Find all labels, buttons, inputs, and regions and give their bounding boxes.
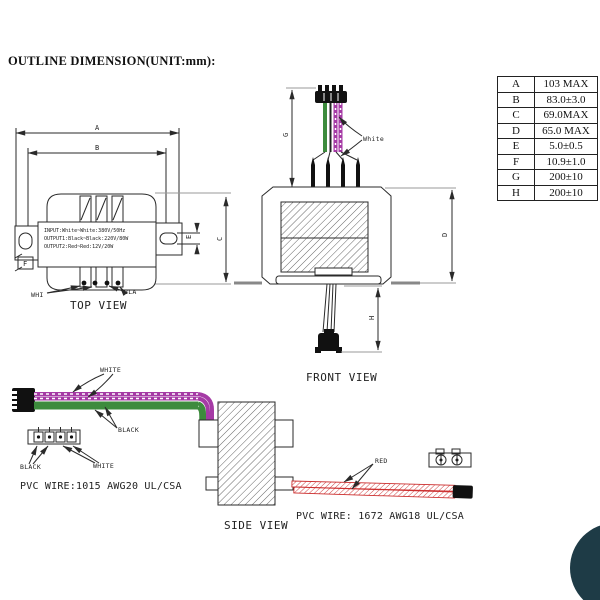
dim-label-b: B (95, 144, 99, 152)
side-black-label: BLACK (118, 426, 139, 434)
front-white-callout: White (338, 116, 384, 157)
harness-wires (34, 392, 214, 422)
core-hatch (280, 201, 369, 273)
terminal-dot (104, 280, 110, 286)
pin-black-label: BLACK (20, 463, 41, 471)
red-wires: RED (291, 457, 473, 499)
harness-connector (12, 388, 35, 412)
spec-line-output2: OUTPUT2:Red~Red:12V/20W (44, 244, 114, 250)
side-wire-labels: WHITE BLACK (72, 366, 139, 434)
whi-label: WHI (31, 291, 44, 299)
dim-label-g: G (282, 133, 290, 137)
top-view-caption: TOP VIEW (70, 299, 127, 312)
top-view-group: A B (14, 124, 231, 312)
core-hatch-side (217, 401, 276, 506)
mounting-tab-left: F (14, 225, 39, 272)
spec-line-output1: OUTPUT1:Black~Black:220V/80W (44, 236, 129, 242)
red-label: RED (375, 457, 388, 465)
page-title: OUTLINE DIMENSION(UNIT:mm): (8, 54, 216, 68)
terminal-dot (115, 280, 121, 286)
bottom-connector (318, 333, 339, 351)
front-view-group: G (234, 85, 456, 384)
transformer-body-front (261, 186, 392, 285)
dim-h: H (341, 285, 382, 353)
side-view-caption: SIDE VIEW (224, 519, 288, 532)
terminal-dot (92, 280, 98, 286)
dim-a: A (15, 124, 180, 230)
pin-strip-connector (27, 427, 81, 445)
transformer-body-side (198, 401, 294, 506)
terminal-dot (81, 280, 87, 286)
dim-label-a: A (95, 124, 100, 132)
dim-value: 200±10 (534, 184, 598, 201)
front-white-label: White (363, 135, 384, 143)
dim-c: C (216, 196, 229, 283)
lamination-core-top (46, 193, 157, 223)
dim-label-d: D (441, 233, 449, 237)
dim-label-f: F (23, 260, 27, 268)
dim-g: G (282, 87, 316, 188)
dim-label-c: C (216, 237, 224, 241)
wire-spec-awg20: PVC WIRE:1015 AWG20 UL/CSA (20, 481, 182, 492)
spec-line-input: INPUT:White~White:380V/50Hz (44, 228, 125, 234)
bla-label: BLA (124, 288, 137, 296)
lead-wires (312, 103, 358, 161)
bottom-leads (315, 283, 342, 353)
dim-b: B (27, 144, 167, 232)
dim-value: 103 MAX (534, 76, 598, 93)
pin-white-label: WHITE (93, 462, 114, 470)
dim-label-e: E (185, 235, 193, 239)
ring-terminal-connector (428, 448, 472, 468)
side-white-label: WHITE (100, 366, 121, 374)
dim-value: 65.0 MAX (534, 122, 598, 139)
wire-spec-awg18: PVC WIRE: 1672 AWG18 UL/CSA (296, 511, 464, 522)
side-view-group: WHITE BLACK (12, 366, 473, 532)
teal-circle-decoration (570, 525, 600, 600)
lamination-core-bottom (46, 266, 157, 291)
top-wire-labels: WHI BLA (31, 285, 137, 299)
dim-f-box (17, 256, 34, 270)
red-wire-connector (452, 485, 473, 499)
top-connector (315, 85, 347, 103)
dim-label-h: H (368, 316, 376, 320)
dim-d: D (385, 187, 456, 284)
front-view-caption: FRONT VIEW (306, 371, 377, 384)
mounting-tab-right: E (155, 222, 200, 256)
pin-labels: BLACK WHITE (20, 445, 114, 471)
transformer-body-top: INPUT:White~White:380V/50Hz OUTPUT1:Blac… (37, 221, 157, 268)
